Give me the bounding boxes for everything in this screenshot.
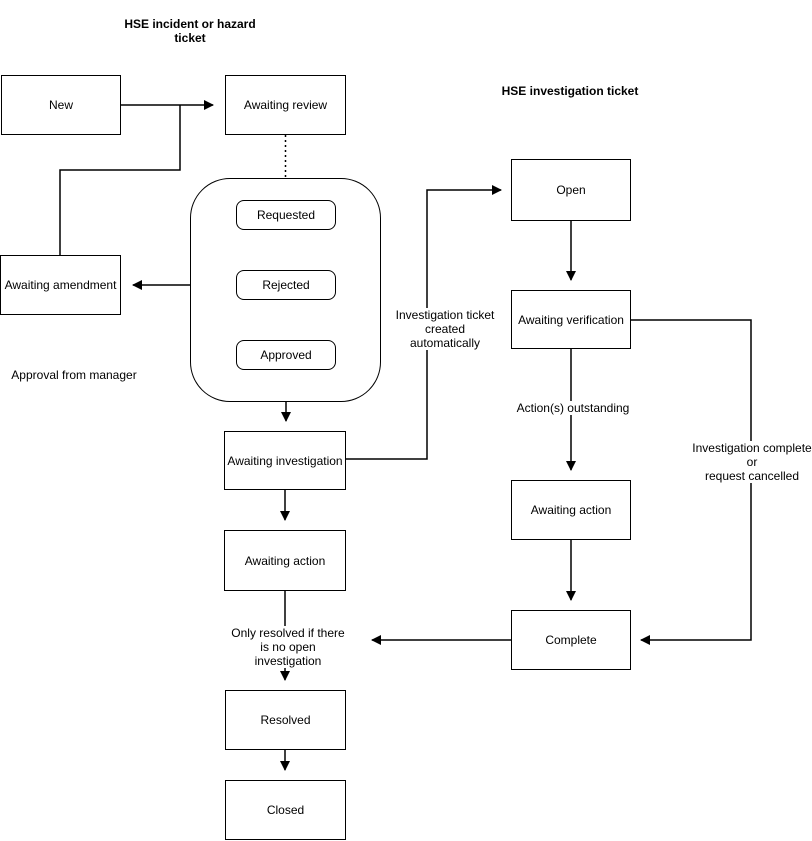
node-awaiting-verification: Awaiting verification xyxy=(511,290,631,349)
title-hse-investigation-ticket: HSE investigation ticket xyxy=(501,84,639,98)
node-open: Open xyxy=(511,159,631,221)
node-closed: Closed xyxy=(225,780,346,840)
node-awaiting-review: Awaiting review xyxy=(225,75,346,135)
title-hse-incident-ticket: HSE incident or hazard ticket xyxy=(124,17,256,45)
node-awaiting-investigation: Awaiting investigation xyxy=(224,431,346,490)
node-new: New xyxy=(1,75,121,135)
label-investigation-auto-created: Investigation ticket created automatical… xyxy=(388,308,502,350)
label-investigation-complete-or-cancelled: Investigation complete or request cancel… xyxy=(690,441,812,483)
edge-amendment-to-review xyxy=(59,105,181,255)
label-only-resolved: Only resolved if there is no open invest… xyxy=(227,626,349,668)
node-rejected: Rejected xyxy=(236,270,336,300)
node-awaiting-amendment: Awaiting amendment xyxy=(0,255,121,315)
node-complete: Complete xyxy=(511,610,631,670)
node-approved: Approved xyxy=(236,340,336,370)
node-awaiting-action-left: Awaiting action xyxy=(224,530,346,591)
node-awaiting-action-right: Awaiting action xyxy=(511,480,631,540)
node-requested: Requested xyxy=(236,200,336,230)
label-actions-outstanding: Action(s) outstanding xyxy=(513,401,633,415)
label-approval-from-manager: Approval from manager xyxy=(8,368,140,382)
node-resolved: Resolved xyxy=(225,690,346,750)
